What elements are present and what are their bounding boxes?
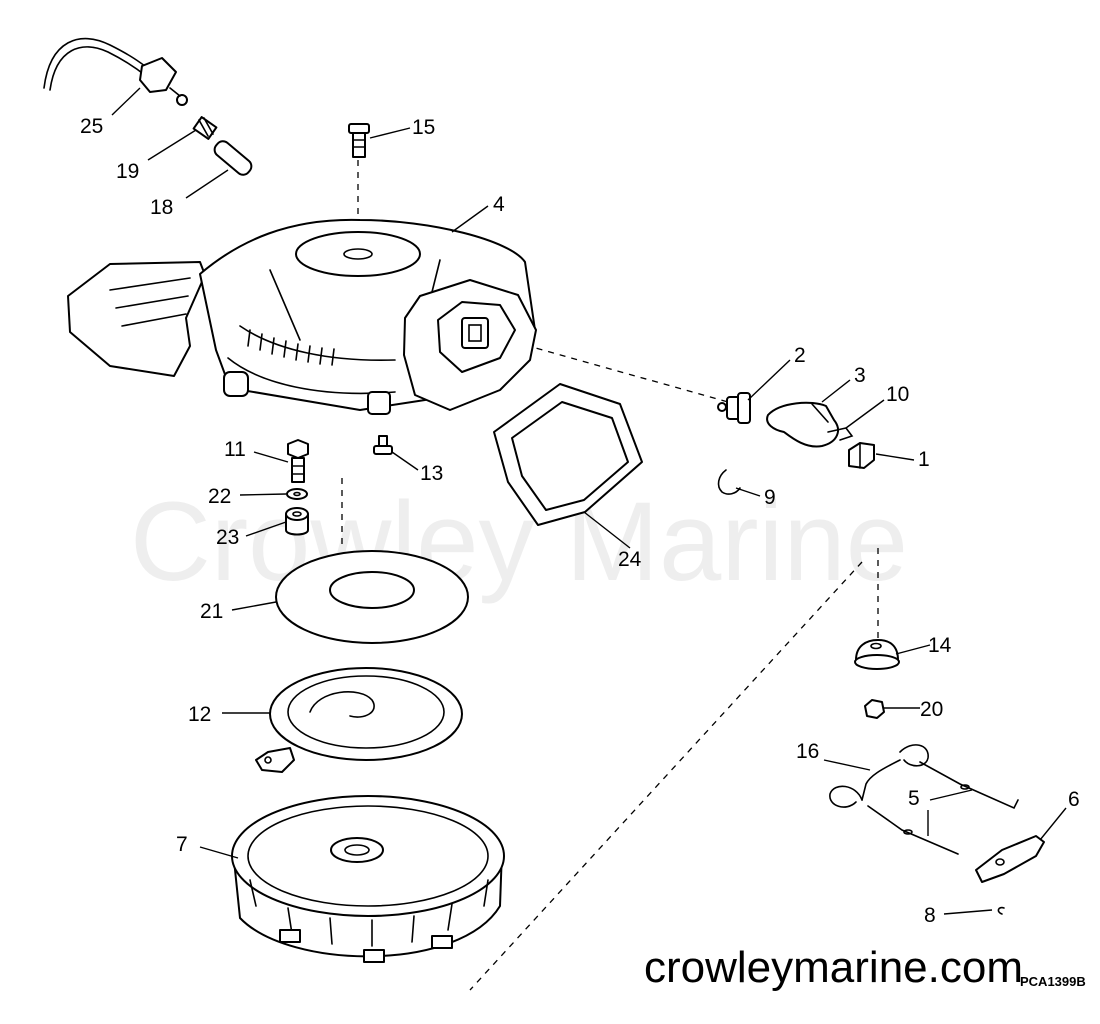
part-13-screw — [373, 435, 393, 455]
callout-13: 13 — [420, 462, 443, 485]
callout-19: 19 — [116, 160, 139, 183]
callout-23: 23 — [216, 526, 239, 549]
callout-2: 2 — [794, 344, 806, 367]
watermark-text: Crowley Marine — [130, 479, 908, 604]
part-23-bushing — [285, 507, 309, 536]
part-20-nut — [864, 699, 885, 719]
part-21-plate — [275, 550, 469, 644]
callout-10: 10 — [886, 383, 909, 406]
part-4-starter-housing — [67, 218, 537, 415]
part-9-clip — [717, 469, 741, 495]
part-8-eclip — [997, 906, 1005, 915]
part-2-grommet — [717, 392, 751, 424]
part-16-link-spring — [829, 744, 929, 808]
callout-labels: 25 19 18 15 4 2 3 10 1 9 11 13 22 23 24 … — [80, 115, 1080, 927]
callout-14: 14 — [928, 634, 952, 657]
callout-15: 15 — [412, 116, 435, 139]
drawing-code-text: PCA1399B — [1020, 974, 1086, 989]
part-10-anchor — [827, 427, 854, 441]
callout-7: 7 — [176, 833, 188, 856]
callout-18: 18 — [150, 196, 173, 219]
callout-12: 12 — [188, 703, 211, 726]
part-19-spring — [192, 116, 218, 140]
part-11-bolt — [287, 439, 309, 483]
part-6-lever — [975, 835, 1045, 883]
part-18-pin — [213, 140, 253, 176]
part-7-rope-pulley — [231, 795, 505, 963]
callout-16: 16 — [796, 740, 819, 763]
callout-20: 20 — [920, 698, 943, 721]
callout-leader-lines — [111, 87, 1067, 915]
callout-3: 3 — [854, 364, 866, 387]
callout-4: 4 — [493, 193, 505, 216]
callout-6: 6 — [1068, 788, 1080, 811]
part-1-anchor-block — [848, 442, 875, 469]
callout-11: 11 — [224, 438, 246, 461]
callout-24: 24 — [618, 548, 642, 571]
part-12-rewind-spring — [255, 667, 463, 773]
part-22-washer — [286, 488, 308, 500]
part-3-handle — [766, 401, 839, 448]
part-24-gasket — [493, 383, 643, 526]
callout-9: 9 — [764, 486, 776, 509]
callout-25: 25 — [80, 115, 103, 138]
callout-21: 21 — [200, 600, 223, 623]
callout-1: 1 — [918, 448, 930, 471]
callout-22: 22 — [208, 485, 231, 508]
part-5-links — [867, 761, 1019, 855]
part-25-cable-connector — [43, 37, 188, 106]
callout-8: 8 — [924, 904, 936, 927]
part-14-cap — [854, 639, 900, 670]
assembly-center-lines — [341, 160, 879, 991]
callout-5: 5 — [908, 787, 920, 810]
part-15-screw — [348, 123, 370, 158]
site-url-text: crowleymarine.com — [644, 943, 1023, 992]
